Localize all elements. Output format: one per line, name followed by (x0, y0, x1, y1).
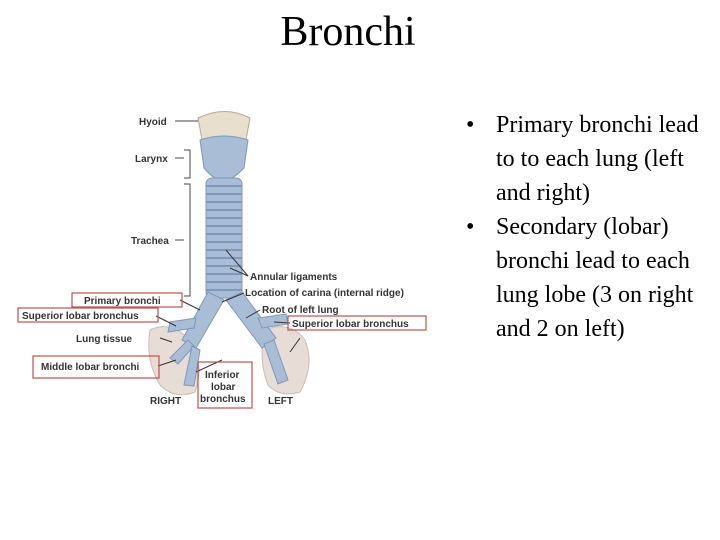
bullet-marker: • (466, 112, 475, 138)
trachea-tube (205, 177, 243, 299)
left-primary-bronchus (225, 291, 277, 349)
bullet-text: Primary bronchi lead to to each lung (le… (496, 112, 699, 206)
label-superior-lobar-left: Superior lobar bronchus (292, 319, 409, 330)
pointer-lines (155, 249, 301, 373)
highlight-boxes (17, 292, 427, 409)
bullet-list: • Primary bronchi lead to to each lung (l… (466, 108, 716, 346)
label-hyoid: Hyoid (139, 117, 167, 128)
bullet-marker: • (466, 214, 475, 240)
tracheal-rings (206, 185, 242, 291)
bullet-item: • Secondary (lobar) bronchi lead to each … (466, 210, 716, 346)
bracket-lines (175, 120, 198, 297)
inferior-lobar-box (197, 361, 253, 409)
label-superior-lobar-right: Superior lobar bronchus (22, 311, 139, 322)
label-left: LEFT (268, 396, 293, 407)
label-inferior-2: lobar (211, 382, 236, 393)
page-title: Bronchi (280, 9, 416, 55)
label-right: RIGHT (150, 396, 181, 407)
bullet-text: Secondary (lobar) bronchi lead to each l… (496, 214, 694, 342)
superior-right-box (17, 307, 159, 323)
left-superior-lobar-bronchus (257, 313, 289, 329)
left-inferior-lobar-bronchus (263, 339, 289, 385)
larynx-shape (199, 135, 249, 183)
superior-left-box (287, 315, 427, 331)
middle-lobar-box (32, 355, 160, 379)
bullet-item: • Primary bronchi lead to to each lung (l… (466, 108, 716, 210)
label-larynx: Larynx (135, 154, 168, 165)
label-middle-lobar: Middle lobar bronchi (41, 362, 140, 373)
primary-bronchi-box (71, 292, 183, 308)
label-inferior-3: bronchus (200, 394, 246, 405)
label-lung-tissue: Lung tissue (76, 334, 133, 345)
label-trachea: Trachea (131, 236, 169, 247)
label-inferior-1: Inferior (205, 370, 240, 381)
label-annular-ligaments: Annular ligaments (250, 272, 338, 283)
label-carina: Location of carina (internal ridge) (245, 288, 404, 299)
label-primary-bronchi: Primary bronchi (84, 296, 161, 307)
right-middle-lobar-bronchus (169, 339, 195, 365)
right-superior-lobar-bronchus (167, 317, 197, 333)
label-root-left-lung: Root of left lung (262, 305, 339, 316)
right-inferior-lobar-bronchus (183, 345, 201, 387)
